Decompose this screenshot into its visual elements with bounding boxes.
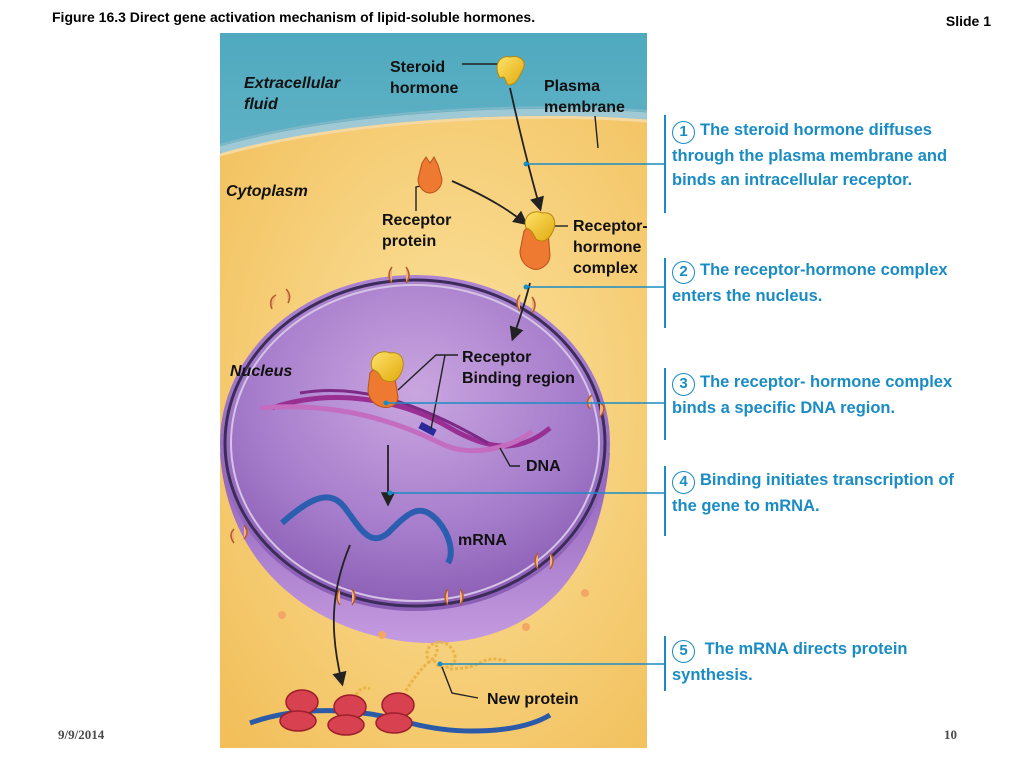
dna-bound-complex (367, 351, 404, 408)
label-nucleus: Nucleus (230, 363, 293, 380)
footer-page-number: 10 (944, 727, 957, 742)
ribosomes (279, 689, 415, 736)
step-2-number: 2 (672, 261, 695, 284)
step-1-text: The steroid hormone diffuses through the… (672, 121, 948, 189)
step-1-bracket (664, 115, 666, 213)
step-2-bracket (664, 258, 666, 328)
step-2-text: The receptor-hormone complex enters the … (672, 261, 948, 305)
dna-strand-2 (259, 404, 534, 454)
step-3-bracket (664, 368, 666, 440)
pore-rosettes (278, 589, 589, 639)
label-mrna: mRNA (458, 532, 507, 549)
nucleus (220, 275, 610, 611)
step-5: 5 The mRNA directs protein synthesis. (672, 637, 972, 687)
step-4-bracket (664, 466, 666, 536)
step-5-text: The mRNA directs protein synthesis. (672, 640, 908, 684)
step-4-text: Binding initiates transcription of the g… (672, 471, 954, 515)
nuclear-pores (230, 266, 605, 606)
label-cytoplasm: Cytoplasm (226, 183, 308, 200)
plasma-membrane (220, 108, 647, 154)
steroid-hormone (496, 56, 525, 86)
receptor-hormone-complex (519, 211, 556, 270)
receptor-protein (417, 156, 443, 194)
binding-region (418, 421, 437, 437)
figure-title: Figure 16.3 Direct gene activation mecha… (52, 9, 536, 25)
label-new-protein: New protein (487, 691, 579, 708)
slide-label: Slide 1 (945, 13, 991, 29)
footer-date: 9/9/2014 (58, 727, 105, 742)
step-5-bracket (664, 636, 666, 691)
cell-illustration (220, 33, 647, 748)
step-3-number: 3 (672, 373, 695, 396)
step-5-number: 5 (672, 640, 695, 663)
step-1-number: 1 (672, 121, 695, 144)
label-dna: DNA (526, 458, 561, 475)
step-3-text: The receptor- hormone complex binds a sp… (672, 373, 953, 417)
mrna-strand (280, 494, 454, 565)
step-4-number: 4 (672, 471, 695, 494)
dna-strand-1 (271, 395, 552, 449)
